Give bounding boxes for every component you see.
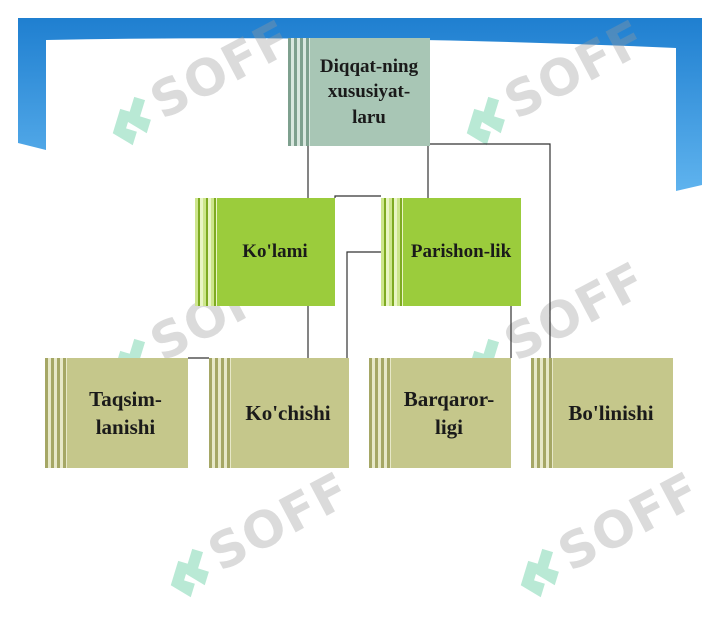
connector-kolami-to-parishonlik: [334, 195, 381, 198]
watermark-logo-icon: [466, 96, 505, 146]
middle-node-box: Ko'lami: [195, 198, 335, 306]
connector-root-to-bolinishi: [430, 143, 551, 358]
box-stripes: [531, 358, 553, 468]
leaf-node-box: Taqsim- lanishi: [45, 358, 188, 468]
middle-node-box: Parishon-lik: [381, 198, 521, 306]
box-stripes: [195, 198, 217, 306]
leaf-node-label: Taqsim- lanishi: [89, 386, 162, 439]
leaf-node-box: Bo'linishi: [531, 358, 673, 468]
watermark: SOFF: [83, 0, 311, 174]
box-stripes: [288, 38, 310, 146]
connector-lines: [188, 143, 551, 359]
leaf-node-box: Ko'chishi: [209, 358, 349, 468]
box-stripes: [381, 198, 403, 306]
middle-node-label: Ko'lami: [242, 241, 308, 263]
header-banner: [18, 18, 702, 191]
watermark-logo-icon: [112, 96, 151, 146]
box-stripes: [209, 358, 231, 468]
middle-node-label: Parishon-lik: [410, 241, 512, 263]
box-stripes: [369, 358, 391, 468]
root-node-label: Diqqat-ning xususiyat- laru: [319, 55, 419, 128]
root-node-box: Diqqat-ning xususiyat- laru: [288, 38, 430, 146]
connector-parishonlik-to-kochishi: [346, 251, 381, 358]
box-stripes: [45, 358, 67, 468]
leaf-node-label: Ko'chishi: [245, 400, 331, 425]
leaf-node-label: Barqaror- ligi: [403, 386, 495, 439]
watermark: SOFF: [437, 0, 665, 174]
leaf-node-box: Barqaror- ligi: [369, 358, 511, 468]
leaf-node-label: Bo'linishi: [568, 400, 654, 425]
